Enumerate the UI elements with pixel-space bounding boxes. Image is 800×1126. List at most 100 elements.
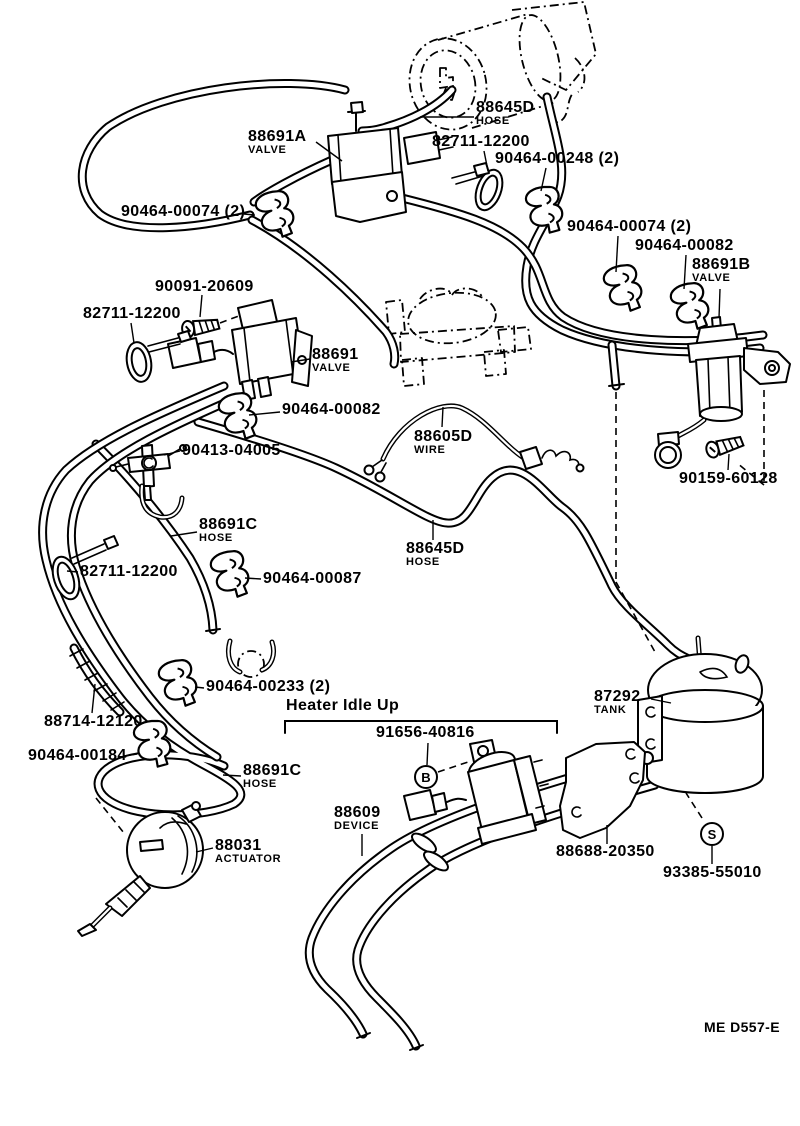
part-type: VALVE <box>248 144 287 157</box>
part-number: 91656-40816 <box>376 724 475 741</box>
valve-91656 <box>403 739 549 845</box>
part-type: HOSE <box>476 115 510 128</box>
label-clamp-82711-top: 82711-12200 <box>432 133 530 150</box>
leader-line <box>727 453 730 471</box>
label-actuator-88031: 88031 ACTUATOR <box>215 837 282 866</box>
leader-line <box>222 774 242 777</box>
wire-88605d <box>363 403 585 483</box>
leader-line <box>243 213 256 216</box>
leader-line <box>615 235 619 273</box>
part-type: HOSE <box>199 532 233 545</box>
valve-88691b <box>654 316 791 469</box>
hose-to-carburetor <box>247 215 400 369</box>
hose-88645d-top <box>357 85 457 136</box>
heater-idle-up-bracket <box>284 720 558 734</box>
label-heater-idle-up: Heater Idle Up <box>286 697 399 714</box>
callout-b-letter: B <box>421 770 430 785</box>
part-type: HOSE <box>406 556 440 569</box>
part-type: TANK <box>594 704 627 717</box>
part-number: 88688-20350 <box>556 843 655 860</box>
figure-code: ME D557-E <box>704 1019 780 1035</box>
leader-line <box>650 698 672 704</box>
leader-line <box>426 742 429 766</box>
tank-87292 <box>637 635 764 794</box>
part-number: 88645D <box>406 540 465 557</box>
leader-line <box>441 406 444 428</box>
clamp-82711-top <box>451 162 504 212</box>
dashed-links <box>95 313 765 834</box>
part-number: 90464-00082 <box>282 401 381 418</box>
hose-port-hooks <box>225 638 277 675</box>
part-number: 90464-00184 <box>28 747 127 764</box>
part-type: ACTUATOR <box>215 853 282 866</box>
label-valve-88691b: 88691B VALVE <box>692 256 751 285</box>
label-valve-91656: 91656-40816 <box>376 724 475 741</box>
part-number: 88691C <box>199 516 258 533</box>
part-number: 90464-00087 <box>263 570 362 587</box>
part-type: VALVE <box>692 272 731 285</box>
tube-coupling-rings <box>411 832 449 872</box>
label-clip-90464-00082-right: 90464-00082 <box>635 237 734 254</box>
hose-88645d-middle <box>193 417 697 666</box>
leader-line <box>244 577 262 580</box>
hose-88714-striped <box>69 643 125 717</box>
leader-line <box>163 450 181 456</box>
hose-sensor-elbow <box>139 483 185 520</box>
part-number: 90464-00074 (2) <box>121 203 246 220</box>
part-number: 88605D <box>414 428 473 445</box>
part-number: 90464-00082 <box>635 237 734 254</box>
hose-left-long-outer <box>38 381 246 820</box>
part-number: 88691A <box>248 128 307 145</box>
label-clip-90464-00248: 90464-00248 (2) <box>495 150 620 167</box>
part-number: 90091-20609 <box>155 278 254 295</box>
part-number: 88691C <box>243 762 302 779</box>
part-type: HOSE <box>243 778 277 791</box>
leader-line <box>66 570 79 573</box>
part-type: VALVE <box>312 362 351 375</box>
label-bracket-88688: 88688-20350 <box>556 843 655 860</box>
label-clip-90464-00082-center: 90464-00082 <box>282 401 381 418</box>
actuator-88031 <box>77 801 204 937</box>
part-number: 90464-00248 (2) <box>495 150 620 167</box>
clamp-82711-tie <box>51 535 119 601</box>
label-hose-88645d-middle: 88645D HOSE <box>406 540 465 569</box>
callout-s-letter: S <box>708 827 717 842</box>
leader-line <box>91 683 96 714</box>
callout-s-circle: S <box>700 822 724 846</box>
part-number: 88714-12120 <box>44 713 143 730</box>
part-type: WIRE <box>414 444 446 457</box>
label-clip-90464-00233: 90464-00233 (2) <box>206 678 331 695</box>
hose-left-long-inner <box>66 393 241 762</box>
leader-line <box>248 411 281 416</box>
hose-loop-top-left <box>77 79 350 233</box>
label-hose-88714: 88714-12120 <box>44 713 143 730</box>
part-type: DEVICE <box>334 820 380 833</box>
callout-b-circle: B <box>414 765 438 789</box>
bracket-88688 <box>559 741 646 839</box>
label-tank-87292: 87292 TANK <box>594 688 641 717</box>
leader-line <box>290 358 311 363</box>
reference-port-ring <box>237 650 265 678</box>
hose-stub-down <box>607 340 625 391</box>
hose-long-right-lower <box>397 193 768 346</box>
label-clip-90464-00074-right: 90464-00074 (2) <box>567 218 691 235</box>
valve-88691a <box>327 101 454 223</box>
clip-90464-00074-right <box>600 260 647 317</box>
label-clip-90464-00074-left: 90464-00074 (2) <box>121 203 246 220</box>
leader-line <box>683 254 687 290</box>
part-number: 88691B <box>692 256 751 273</box>
leader-line <box>170 531 198 537</box>
leader-line <box>718 288 721 319</box>
part-number: 90464-00233 (2) <box>206 678 331 695</box>
screw-90159 <box>703 432 746 460</box>
label-hose-88645d-top: 88645D HOSE <box>476 99 535 128</box>
sensor-90413 <box>109 444 187 501</box>
reference-carburetor <box>385 287 532 387</box>
label-clamp-90464-00184: 90464-00184 <box>28 747 127 764</box>
part-number: 88609 <box>334 804 381 821</box>
part-number: 88645D <box>476 99 535 116</box>
label-valve-88691: 88691 VALVE <box>312 346 359 375</box>
figure-code-text: ME D557-E <box>704 1019 780 1035</box>
clip-90464-00233 <box>155 655 202 712</box>
